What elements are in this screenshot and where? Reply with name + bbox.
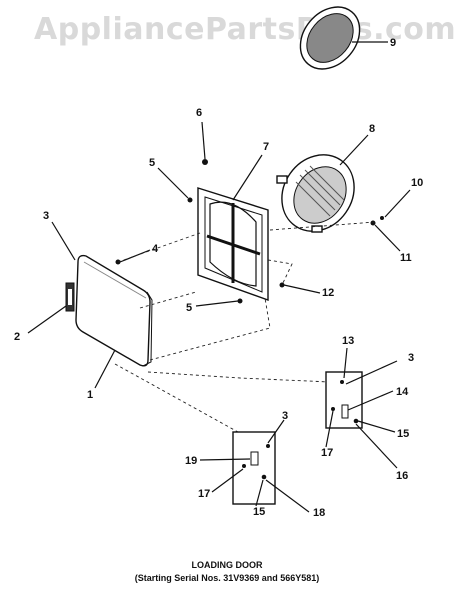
callout-13: 13	[342, 335, 354, 347]
hinge-plate-right	[325, 347, 398, 469]
callout-3-right: 3	[408, 352, 414, 364]
callout-14: 14	[396, 386, 409, 398]
callout-3-left: 3	[282, 410, 288, 422]
alignment-lines	[114, 221, 376, 433]
part-1-loading-door	[75, 254, 153, 389]
callout-19: 19	[185, 455, 197, 467]
callout-17-right: 17	[321, 447, 333, 459]
callout-3-door: 3	[43, 210, 49, 222]
diagram-title: LOADING DOOR	[191, 560, 263, 570]
part-2-door-handle	[27, 282, 75, 334]
callout-2: 2	[14, 331, 20, 343]
callout-6: 6	[196, 107, 202, 119]
part-7-frame-panel	[197, 154, 269, 301]
watermark: AppliancePartsPros.com	[34, 12, 454, 47]
part-8-vent-grille	[276, 134, 369, 233]
callout-9: 9	[390, 37, 396, 49]
callout-10: 10	[411, 177, 423, 189]
callout-11: 11	[400, 252, 412, 264]
callout-16: 16	[396, 470, 408, 482]
callout-17-left: 17	[198, 488, 210, 500]
callout-1: 1	[87, 389, 93, 401]
callout-12: 12	[322, 287, 334, 299]
callout-8: 8	[369, 123, 375, 135]
callout-18: 18	[313, 507, 325, 519]
hinge-plate-left	[199, 419, 310, 513]
callout-15-right: 15	[397, 428, 409, 440]
callout-4: 4	[152, 243, 159, 255]
callout-15-left: 15	[253, 506, 265, 518]
part-9-round-grille	[299, 6, 388, 70]
diagram-subtitle: (Starting Serial Nos. 31V9369 and 566Y58…	[134, 573, 320, 583]
callout-5-top: 5	[149, 157, 155, 169]
callout-5-bottom: 5	[186, 302, 192, 314]
callout-labels: 9 6 8 7 5 10 3 4 11 12 2 5 1 13 3 14 15 …	[14, 37, 423, 519]
callout-7: 7	[263, 141, 269, 153]
fasteners	[115, 159, 384, 304]
